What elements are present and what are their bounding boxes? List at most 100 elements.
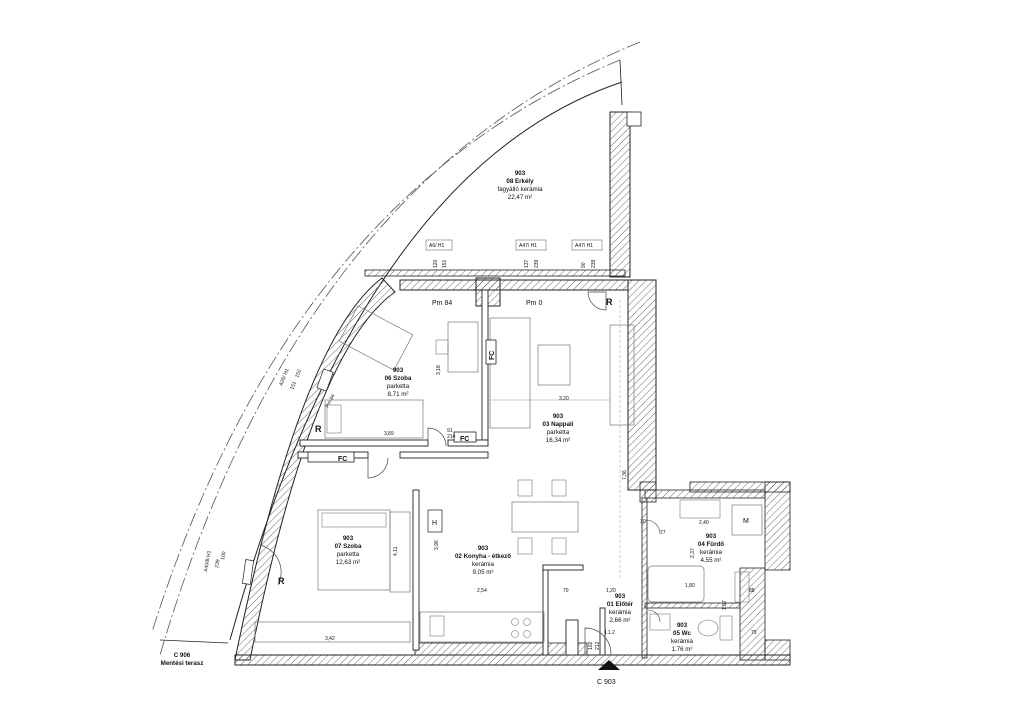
wall-07-right (412, 489, 420, 651)
dim-a47a-h: 239 (534, 259, 540, 268)
svg-text:903: 903 (553, 413, 564, 420)
dim-180: 1,80 (685, 583, 695, 589)
mark-r-2: R (315, 424, 322, 434)
dim-411: 4,11 (393, 546, 399, 556)
terrace-edge-2 (159, 639, 229, 644)
dim-a47a-w: 137 (524, 259, 530, 268)
sofa (489, 317, 531, 429)
dim-320: 3,20 (559, 396, 569, 402)
mark-pm84-side: Pm 84 (324, 393, 336, 409)
window-tag-a47-1: A47/ H1 (519, 243, 537, 249)
wardrobe-06 (338, 305, 414, 371)
washbasin (679, 499, 721, 519)
svg-text:kerámia: kerámia (671, 638, 694, 645)
svg-text:2,66 m²: 2,66 m² (610, 617, 631, 624)
fc-box-2 (453, 431, 477, 443)
door-swing-terrace-side[interactable] (259, 544, 282, 586)
terrace-name: Mentési terasz (161, 660, 204, 667)
bath-wall-right (764, 481, 791, 571)
svg-text:4,55 m²: 4,55 m² (701, 557, 722, 564)
wc-basin (649, 613, 671, 631)
room-label-szoba06: 903 06 Szoba parketta 8,71 m² (385, 367, 412, 398)
toilet-tank (719, 615, 733, 641)
hob-1 (511, 618, 519, 626)
mark-fc-2: FC (460, 436, 469, 443)
dim-214: 214 (447, 434, 456, 440)
door-swing-terrace-top[interactable] (587, 291, 607, 311)
window-tag-a6: A6/ H1 (429, 243, 445, 249)
door-swing-entrance[interactable] (584, 627, 612, 655)
dim-157: 1,57 (722, 600, 728, 610)
desk-06 (447, 321, 479, 373)
wall-kitchen-stub (565, 619, 579, 656)
svg-text:8,71 m²: 8,71 m² (388, 391, 409, 398)
dim-a40-h: 239 (214, 559, 221, 568)
terrace-edge (619, 59, 623, 106)
window-tag-a40: A40/B H1 (203, 550, 213, 572)
bed-07-pillow (321, 512, 387, 528)
window-tag-a47-1-box (515, 239, 547, 251)
room-label-eloter: 903 01 Előtér kerámia 2,66 m² (607, 593, 634, 624)
room-label-furdo: 903 04 Fürdő kerámia 4,55 m² (698, 533, 724, 564)
svg-text:903: 903 (478, 545, 489, 552)
door-swing-06[interactable] (427, 427, 447, 447)
dim-79: 79 (751, 630, 757, 636)
window-tag-a47-2: A47/ H1 (575, 243, 593, 249)
window-mark-a40 (241, 559, 255, 585)
svg-text:9,05 m²: 9,05 m² (473, 569, 494, 576)
balcony-wall-cap (626, 111, 642, 127)
mark-m: M (743, 518, 749, 525)
bathtub (647, 565, 705, 603)
washing-machine (731, 504, 763, 536)
section-label: C 903 (597, 679, 616, 686)
room-label-konyha: 903 02 Konyha - étkező kerámia 9,05 m² (455, 545, 511, 576)
chair-1 (517, 479, 533, 497)
bath-wall-right-b (689, 481, 791, 493)
terrace-arc-outer (159, 41, 641, 656)
window-tag-a26: A26/ H1 (278, 368, 290, 387)
room-label-nappali: 903 03 Nappali parketta 16,34 m² (543, 413, 574, 444)
dining-table (511, 501, 579, 533)
wall-06-bottom (299, 439, 429, 447)
mark-pm0: Pm 0 (526, 300, 542, 307)
mark-fc-3: FC (338, 456, 347, 463)
terrace-arc-inner (151, 59, 621, 633)
toilet-bowl (697, 619, 719, 637)
dim-102: 102 (588, 641, 594, 650)
svg-text:1,76 m²: 1,76 m² (672, 646, 693, 653)
bottom-wall (234, 654, 791, 666)
bottom-wall-kitchen (414, 642, 588, 656)
door-swing-wc[interactable] (647, 609, 661, 623)
dim-a47b-w: 90 (581, 262, 587, 268)
dim-77: 77 (660, 530, 666, 536)
door-swing-07[interactable] (367, 457, 389, 479)
svg-text:07 Szoba: 07 Szoba (335, 543, 362, 550)
mark-fc-1: FC (489, 351, 496, 360)
chair-2 (551, 479, 567, 497)
mark-r-3: R (278, 576, 285, 586)
svg-text:05 Wc: 05 Wc (673, 630, 691, 637)
window-mark-a26 (316, 368, 334, 392)
dim-120: 1,20 (606, 588, 616, 594)
svg-text:01 Előtér: 01 Előtér (607, 601, 634, 608)
bath-shaft (734, 571, 750, 603)
dim-a47b-h: 239 (591, 259, 597, 268)
wardrobe-07 (389, 511, 411, 593)
dim-240: 2,40 (699, 520, 709, 526)
dim-a6-w: 120 (433, 259, 439, 268)
hob-3 (511, 630, 519, 638)
svg-text:06 Szoba: 06 Szoba (385, 375, 412, 382)
right-wall (627, 279, 657, 491)
room-label-erkely: 903 08 Erkély fagyálló kerámia 22,47 m² (497, 170, 543, 201)
wall-eloter-top (542, 564, 584, 571)
svg-text:903: 903 (706, 533, 717, 540)
chair-3 (517, 537, 533, 555)
curved-wall (234, 277, 396, 661)
svg-text:08 Erkély: 08 Erkély (506, 178, 534, 185)
svg-text:903: 903 (343, 535, 354, 542)
bed-07 (317, 509, 391, 591)
wall-eloter-right (599, 607, 606, 656)
bed-06 (324, 399, 424, 439)
dim-396: 3,96 (434, 540, 440, 550)
door-swing-bath[interactable] (645, 519, 661, 535)
